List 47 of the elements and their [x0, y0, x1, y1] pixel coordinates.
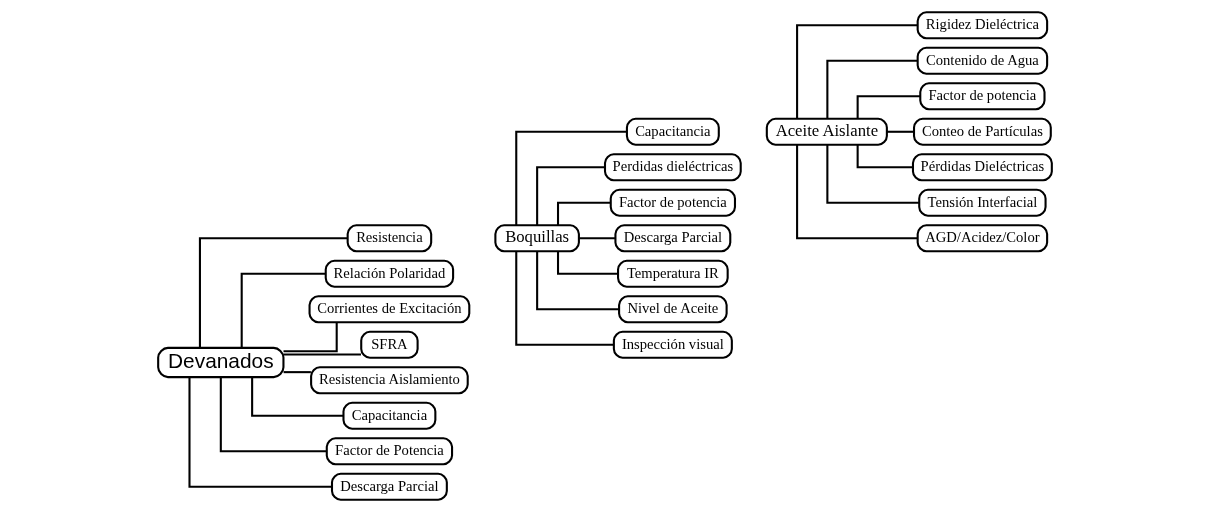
connector [536, 251, 619, 311]
connector [556, 251, 618, 275]
node-box: Factor de Potencia [325, 437, 454, 466]
connector [826, 145, 919, 204]
node-box: AGD/Acidez/Color [916, 224, 1049, 253]
node-box: Devanados [157, 346, 285, 379]
connector [556, 201, 611, 226]
connector [198, 237, 348, 348]
node-box: Factor de potencia [919, 82, 1046, 111]
node-box: Rigidez Dieléctrica [916, 11, 1049, 40]
connector [283, 371, 311, 374]
node-box: Descarga Parcial [614, 224, 732, 253]
connector [887, 130, 914, 133]
connector [826, 59, 918, 119]
connector [283, 322, 338, 353]
node-box: Factor de potencia [609, 188, 737, 217]
node-box: Nivel de Aceite [618, 295, 728, 324]
connector [856, 95, 920, 119]
node-box: Capacitancia [625, 117, 720, 146]
connector [188, 377, 332, 488]
node-box: Resistencia [346, 224, 433, 253]
connector [796, 24, 918, 119]
node-box: Relación Polaridad [324, 259, 455, 288]
connector [578, 237, 615, 240]
node-box: SFRA [360, 330, 419, 359]
connector [283, 353, 361, 356]
node-box: Pérdidas Dieléctricas [911, 153, 1053, 182]
connector [251, 377, 344, 417]
node-box: Resistencia Aislamiento [310, 366, 469, 395]
connector [515, 251, 614, 346]
node-box: Tensión Interfacial [918, 188, 1047, 217]
connector [515, 130, 627, 226]
connector [240, 272, 326, 348]
connector [796, 144, 918, 240]
node-box: Perdidas dieléctricas [603, 153, 742, 182]
node-box: Conteo de Partículas [912, 117, 1052, 146]
connector [219, 377, 327, 453]
node-box: Inspección visual [612, 330, 733, 359]
node-box: Contenido de Agua [916, 46, 1049, 75]
node-box: Descarga Parcial [330, 472, 448, 501]
node-box: Temperatura IR [617, 259, 729, 288]
node-box: Capacitancia [342, 401, 437, 430]
connector [856, 145, 913, 169]
node-box: Aceite Aislante [765, 117, 888, 146]
node-box: Boquillas [494, 224, 580, 253]
node-box: Corrientes de Excitación [308, 295, 471, 324]
connector [536, 166, 605, 225]
